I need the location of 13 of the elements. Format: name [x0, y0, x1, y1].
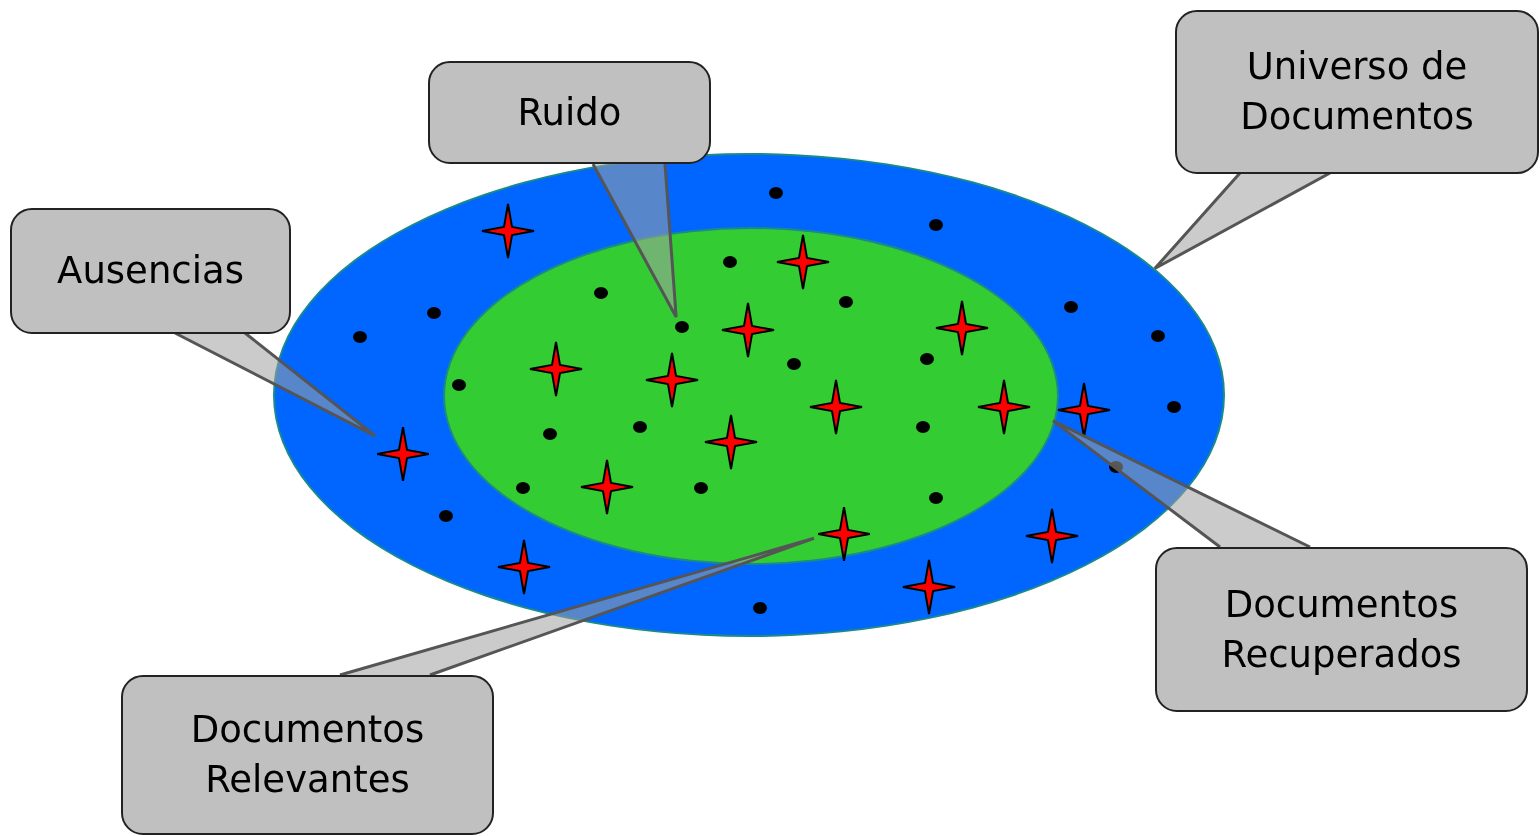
star-icon	[377, 427, 429, 481]
callout-box	[1175, 10, 1539, 174]
callout-label: Documentos Relevantes	[189, 707, 426, 803]
callout-box	[10, 208, 291, 334]
star-icon	[818, 507, 870, 561]
callout-box	[121, 675, 494, 835]
callout-label: Universo de Documentos	[1239, 44, 1475, 140]
callout-label: Ruido	[517, 89, 622, 136]
callout-label: Documentos Recuperados	[1220, 581, 1463, 678]
callout-label: Ausencias	[57, 248, 244, 295]
document-dot	[675, 321, 689, 333]
callout-box	[1155, 547, 1528, 712]
callout-box	[428, 61, 711, 164]
